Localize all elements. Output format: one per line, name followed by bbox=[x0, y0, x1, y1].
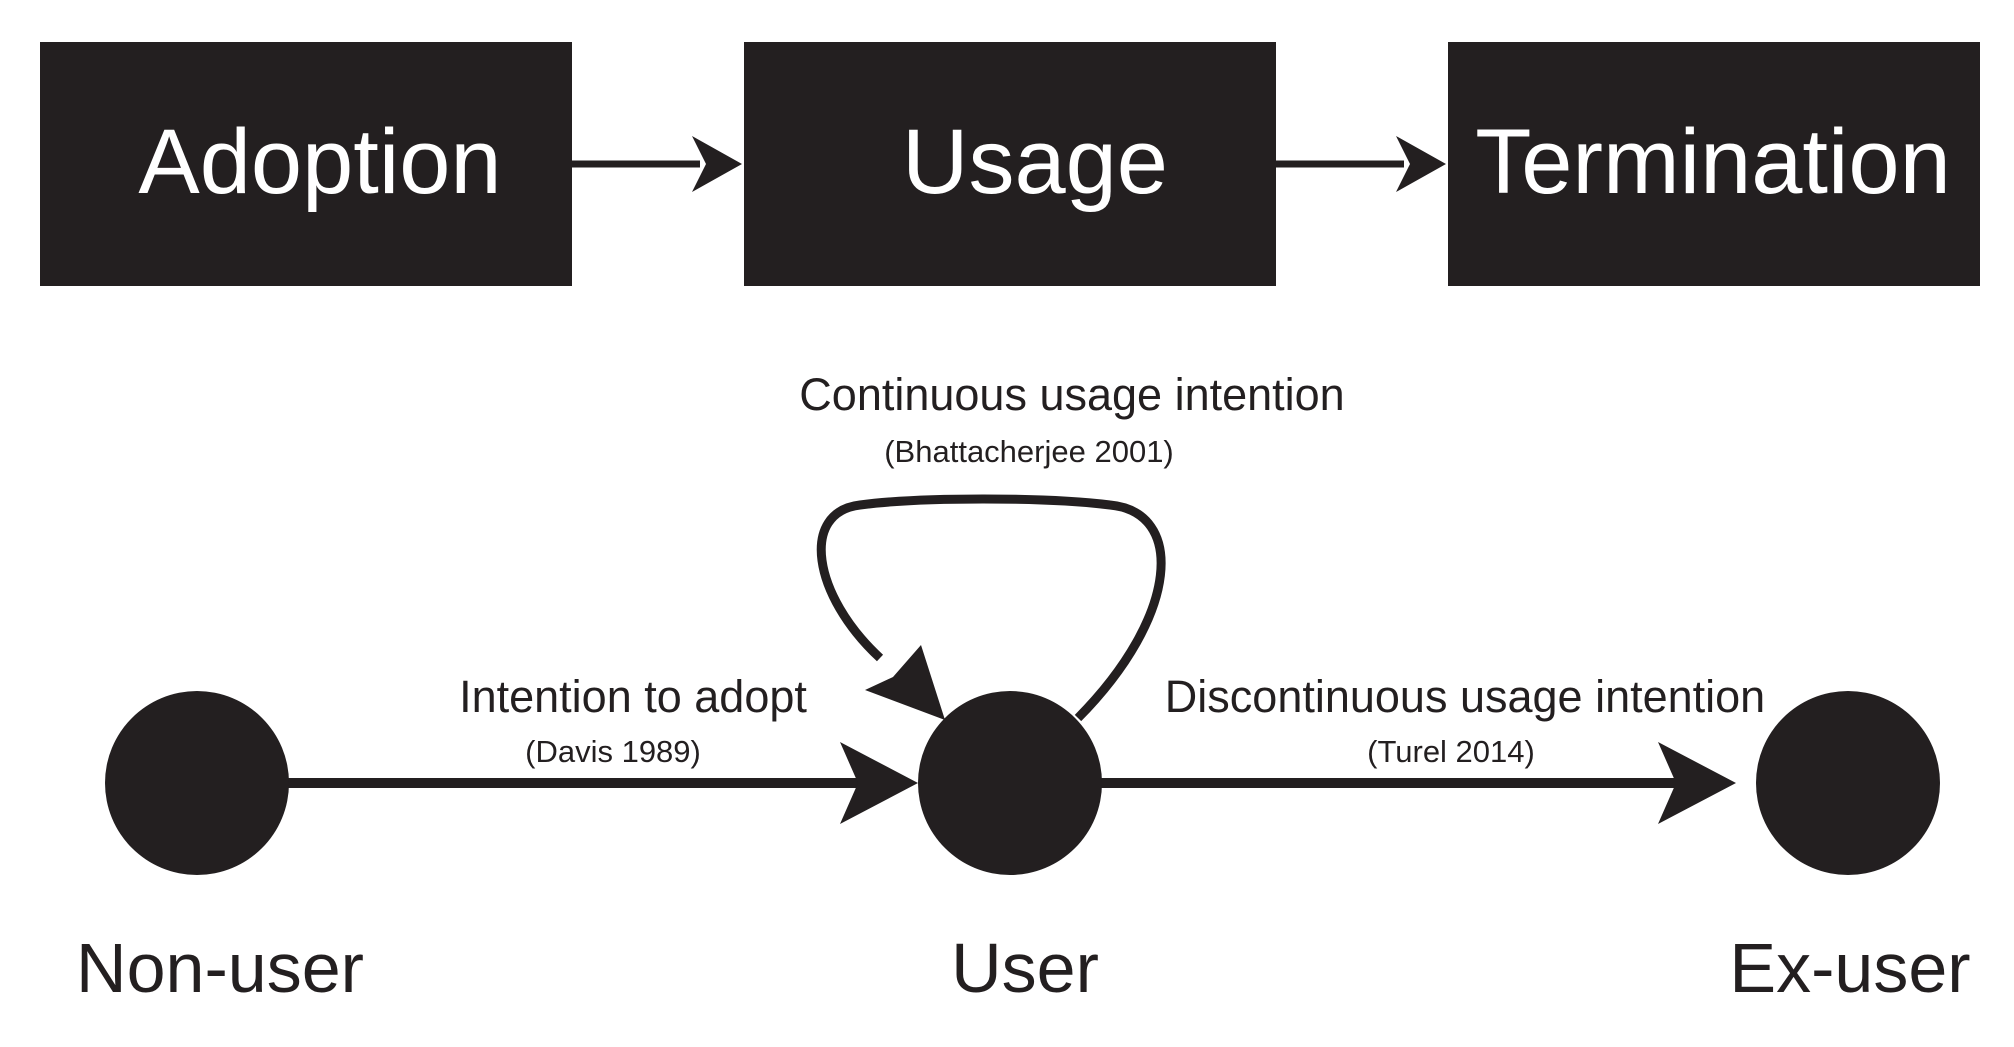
node-user: User bbox=[918, 691, 1102, 1007]
stage-arrow-usage-to-termination bbox=[1276, 136, 1446, 192]
stage-adoption-label: Adoption bbox=[138, 111, 501, 213]
arrowhead bbox=[1396, 136, 1446, 192]
stage-adoption-box bbox=[40, 42, 572, 286]
edge-adopt-label: Intention to adopt bbox=[459, 671, 807, 722]
node-non-user-circle bbox=[105, 691, 289, 875]
stage-usage: Usage bbox=[744, 42, 1276, 286]
arrowhead bbox=[692, 136, 742, 192]
edge-discontinue-citation: (Turel 2014) bbox=[1367, 734, 1535, 769]
stage-termination-box bbox=[1448, 42, 1980, 286]
arrowhead bbox=[865, 645, 945, 720]
arrowhead bbox=[840, 742, 918, 824]
edge-discontinue-label: Discontinuous usage intention bbox=[1165, 671, 1765, 722]
edge-continue-label: Continuous usage intention bbox=[799, 369, 1344, 420]
node-ex-user: Ex-user bbox=[1729, 691, 1971, 1007]
node-user-circle bbox=[918, 691, 1102, 875]
stage-usage-box bbox=[744, 42, 1276, 286]
edge-continue-loop bbox=[816, 494, 1166, 722]
edge-continue-citation: (Bhattacherjee 2001) bbox=[884, 434, 1174, 469]
edge-adopt-citation: (Davis 1989) bbox=[525, 734, 701, 769]
stage-arrow-adoption-to-usage bbox=[572, 136, 742, 192]
edge-adopt bbox=[288, 742, 918, 824]
node-non-user-label: Non-user bbox=[76, 929, 364, 1007]
node-ex-user-circle bbox=[1756, 691, 1940, 875]
node-user-label: User bbox=[951, 929, 1099, 1007]
arrowhead bbox=[1658, 742, 1736, 824]
stage-termination-label: Termination bbox=[1475, 111, 1951, 213]
stage-adoption: Adoption bbox=[40, 42, 572, 286]
stage-termination: Termination bbox=[1448, 42, 1980, 286]
edge-discontinue bbox=[1100, 742, 1736, 824]
stage-usage-label: Usage bbox=[902, 111, 1168, 213]
node-ex-user-label: Ex-user bbox=[1729, 929, 1970, 1007]
node-non-user: Non-user bbox=[76, 691, 364, 1007]
